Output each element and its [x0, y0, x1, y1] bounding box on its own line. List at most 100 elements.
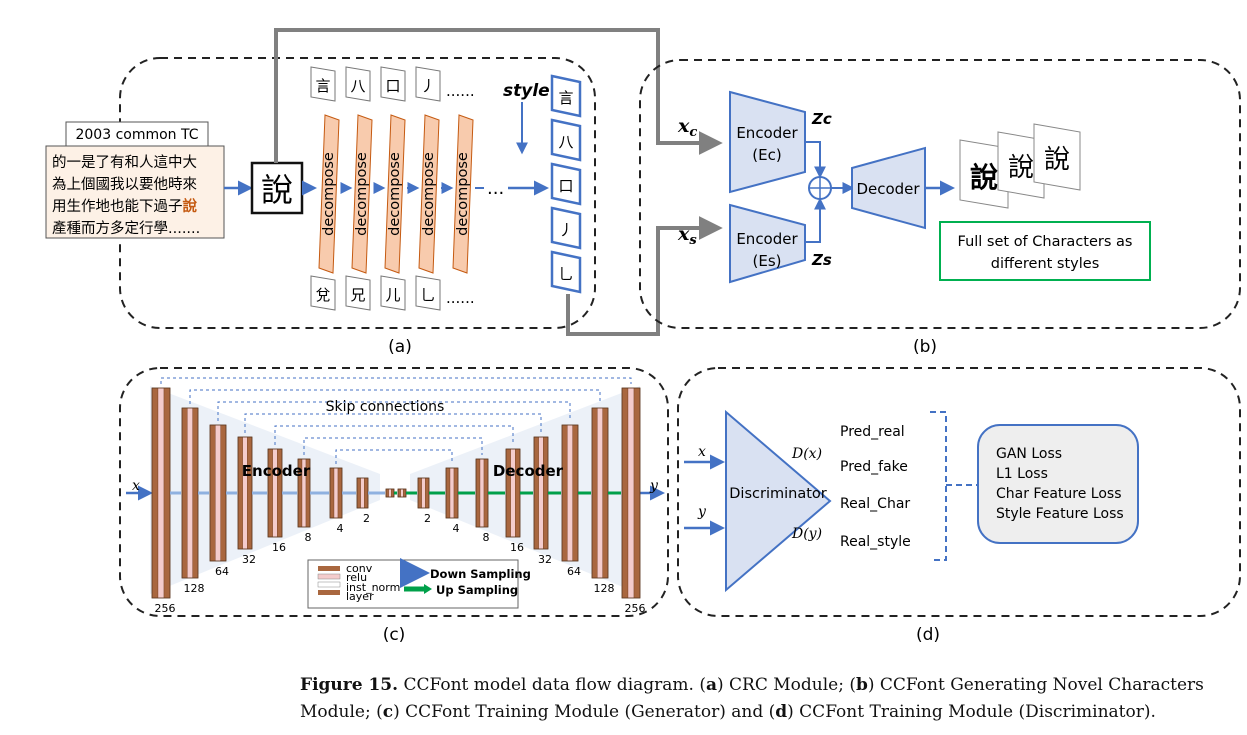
- result-box: [939, 221, 1151, 281]
- legend-relu: relu: [346, 571, 367, 584]
- unet-layer-stripe: [421, 477, 426, 509]
- tc-line-3: 用生作地也能下過子說: [52, 197, 198, 215]
- output-card-2: [997, 131, 1045, 199]
- caption-d: d: [775, 702, 788, 722]
- decoder-size-label: 128: [594, 582, 615, 595]
- caption-text-4: ) CCFont Training Module (Generator) and…: [393, 702, 776, 722]
- decoder-b: [851, 146, 926, 230]
- unet-layer-stripe: [572, 424, 579, 562]
- style-component-char: 口: [558, 177, 573, 195]
- decompose-block: [351, 114, 373, 274]
- legend-up: Up Sampling: [436, 583, 518, 597]
- decoder-size-label: 8: [483, 531, 490, 544]
- unet-layer-stripe: [453, 467, 459, 519]
- decompose-block: [318, 114, 340, 274]
- panel-d-label: (d): [916, 625, 940, 645]
- unet-layer-stripe: [242, 436, 248, 550]
- zs-label: Zs: [811, 251, 832, 269]
- top-component-card: [415, 66, 441, 102]
- bottom-component-char: 兄: [350, 286, 365, 304]
- panel-d: x y Discriminator D(x) D(y) Pred_real Pr…: [677, 367, 1241, 645]
- dx-label: D(x): [791, 446, 822, 462]
- zc-label: Zc: [811, 110, 832, 128]
- unet-layer-stripe: [425, 477, 430, 509]
- caption-text-5: ) CCFont Training Module (Discriminator)…: [787, 702, 1156, 722]
- tc-title: 2003 common TC: [75, 127, 198, 143]
- disc-input-x: x: [698, 444, 706, 460]
- tc-char-box: [45, 145, 225, 239]
- style-component-card: [550, 118, 582, 162]
- decompose-block: [384, 114, 406, 274]
- legend-swatch-inst: [317, 581, 341, 588]
- loss-box: [977, 424, 1139, 544]
- output-card-1: [959, 139, 1009, 209]
- decoder-size-label: 4: [453, 522, 460, 535]
- decoder-size-label: 2: [424, 512, 431, 525]
- disc-input-y: y: [697, 504, 707, 520]
- unet-layer-stripe: [417, 477, 422, 509]
- unet-layer-stripe: [621, 387, 629, 599]
- ellipsis-top: ......: [446, 82, 475, 100]
- tc-line-1: 的一是了有和人這中大: [52, 154, 197, 171]
- unet-layer-stripe: [209, 424, 216, 562]
- caption-text-2: ) CRC Module; (: [716, 675, 856, 695]
- unet-layer-stripe: [567, 424, 573, 562]
- encoder-c-line2: (Ec): [752, 146, 781, 164]
- caption-a: a: [705, 675, 717, 695]
- style-component-char: 乚: [558, 265, 573, 283]
- discriminator-label: Discriminator: [729, 486, 826, 502]
- decompose-block: [418, 114, 440, 274]
- skip-connection: [160, 377, 632, 384]
- bottom-component-char: 儿: [385, 286, 400, 304]
- decoder-shade: [410, 386, 640, 594]
- connector-xc: [274, 28, 723, 163]
- style-component-card: [550, 74, 582, 118]
- unet-layer-stripe: [591, 407, 598, 579]
- unet-layer-stripe: [597, 407, 603, 579]
- encoder-shade: [150, 386, 380, 594]
- unet-layer-stripe: [247, 436, 253, 550]
- top-component-char: 口: [385, 77, 400, 95]
- legend-up-head: [424, 584, 432, 594]
- unet-layer-stripe: [337, 467, 343, 519]
- unet-layer-stripe: [157, 387, 165, 599]
- unet-layer-stripe: [479, 458, 485, 528]
- loss-2: Char Feature Loss: [996, 486, 1122, 502]
- unet-legend: conv relu inst_norm layer Down Sampling …: [307, 558, 531, 609]
- decoder-size-label: 16: [510, 541, 524, 554]
- ellipsis-bottom: ......: [446, 289, 475, 307]
- loss-0: GAN Loss: [996, 446, 1062, 462]
- unet-layer-stripe: [561, 424, 568, 562]
- decompose-block: [452, 114, 474, 274]
- skip-connection: [244, 413, 542, 433]
- decoder-b-label: Decoder: [856, 180, 920, 198]
- xs-label: xs: [677, 223, 697, 248]
- encoder-s-line1: Encoder: [736, 230, 798, 248]
- decoder-size-label: 64: [567, 565, 581, 578]
- caption-b: b: [855, 675, 868, 695]
- encoder-s-line2: (Es): [753, 252, 782, 270]
- encoder-c-line1: Encoder: [736, 124, 798, 142]
- top-component-char: 八: [350, 77, 365, 95]
- discriminator: [725, 409, 832, 593]
- style-component-char: 丿: [558, 221, 573, 239]
- unet-layer-stripe: [538, 436, 544, 550]
- top-component-card: [310, 66, 336, 102]
- tc-line-2: 為上個國我以要他時來: [52, 176, 197, 193]
- top-component-card: [380, 66, 406, 102]
- zc-arrow: [805, 141, 826, 179]
- unet-layer-stripe: [333, 467, 339, 519]
- decompose-label: decompose: [421, 152, 437, 236]
- unet-layer-stripe: [602, 407, 609, 579]
- skip-label: Skip connections: [326, 399, 445, 415]
- decoder-size-label: 256: [625, 602, 646, 615]
- unet-layer-stripe: [445, 467, 451, 519]
- unet-layer-stripe: [329, 467, 335, 519]
- pred-3: Real_style: [840, 534, 911, 550]
- input-char-box: [250, 161, 304, 215]
- top-component-char: 丿: [420, 77, 435, 95]
- caption-text-3: ) CCFont Generating Novel Characters Mod…: [300, 675, 1204, 722]
- top-component-card: [345, 66, 371, 102]
- output-chars: 說 說 說: [959, 123, 1081, 209]
